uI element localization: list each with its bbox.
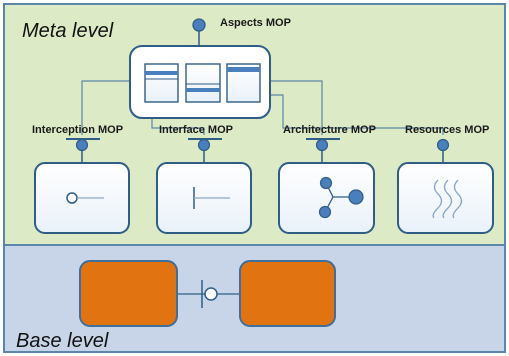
interface-mop-connector: [188, 138, 222, 163]
interface-mop-label: Interface MOP: [159, 124, 233, 136]
resources-mop-box: [397, 162, 494, 234]
base-component-left: [79, 260, 178, 327]
aspect-window-2: [185, 63, 221, 103]
base-port-icon: [204, 287, 218, 301]
connector-lines: [81, 80, 444, 135]
interception-mop-box: [34, 162, 130, 234]
aspect-window-1: [144, 63, 179, 103]
base-level-label: Base level: [16, 330, 109, 352]
interception-mop-label: Interception MOP: [32, 124, 123, 136]
resources-wave-icon: [432, 179, 463, 219]
aspects-mop-label: Aspects MOP: [220, 17, 291, 29]
architecture-mop-box: [278, 162, 375, 234]
resources-mop-connector: [436, 138, 450, 163]
resources-mop-label: Resources MOP: [405, 124, 489, 136]
architecture-graph-icon: [318, 176, 364, 219]
aspects-box: [129, 45, 271, 119]
base-component-right: [239, 260, 336, 327]
interception-mop-connector: [66, 138, 100, 163]
interface-mop-box: [156, 162, 252, 234]
architecture-mop-label: Architecture MOP: [283, 124, 376, 136]
base-level-components: [79, 260, 336, 327]
architecture-mop-connector: [306, 138, 340, 163]
aspects-mop-connector: [192, 18, 206, 46]
interception-port-icon: [66, 192, 78, 204]
meta-level-label: Meta level: [22, 20, 114, 42]
